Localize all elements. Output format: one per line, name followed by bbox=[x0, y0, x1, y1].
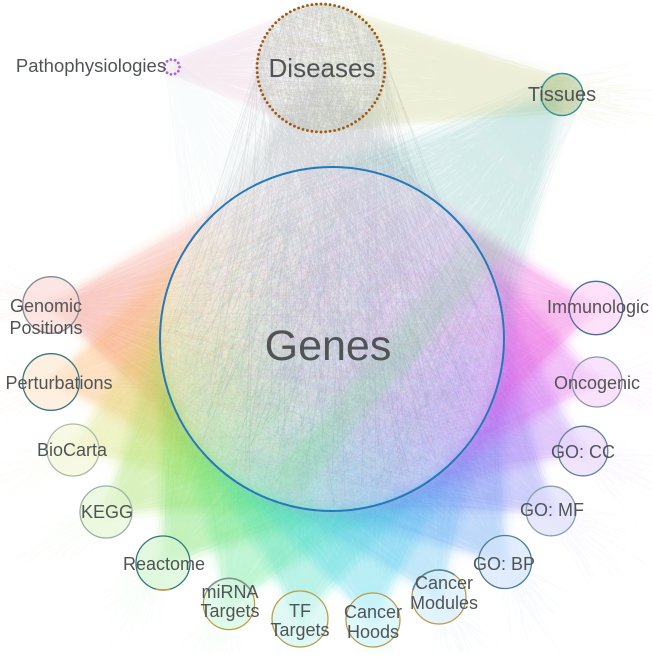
svg-text:BioCarta: BioCarta bbox=[37, 440, 108, 460]
svg-text:Cancer: Cancer bbox=[415, 573, 473, 593]
svg-text:Perturbations: Perturbations bbox=[5, 373, 112, 393]
svg-text:Reactome: Reactome bbox=[123, 554, 205, 574]
svg-text:Genomic: Genomic bbox=[10, 296, 82, 316]
svg-text:Targets: Targets bbox=[200, 601, 259, 621]
svg-text:Cancer: Cancer bbox=[344, 602, 402, 622]
svg-text:GO: BP: GO: BP bbox=[473, 554, 535, 574]
svg-text:Diseases: Diseases bbox=[269, 53, 376, 83]
svg-text:Positions: Positions bbox=[9, 318, 82, 338]
svg-text:GO: MF: GO: MF bbox=[520, 500, 584, 520]
svg-text:Targets: Targets bbox=[270, 620, 329, 640]
svg-text:TF: TF bbox=[289, 601, 311, 621]
svg-text:KEGG: KEGG bbox=[81, 502, 133, 522]
svg-text:Immunologic: Immunologic bbox=[547, 297, 649, 317]
svg-text:Genes: Genes bbox=[265, 322, 392, 370]
svg-text:Pathophysiologies: Pathophysiologies bbox=[16, 55, 166, 76]
svg-text:Hoods: Hoods bbox=[347, 622, 399, 642]
svg-text:Tissues: Tissues bbox=[528, 84, 596, 106]
svg-text:Modules: Modules bbox=[410, 593, 478, 613]
svg-text:miRNA: miRNA bbox=[202, 582, 259, 602]
svg-text:Oncogenic: Oncogenic bbox=[554, 373, 640, 393]
svg-text:GO: CC: GO: CC bbox=[551, 442, 615, 462]
